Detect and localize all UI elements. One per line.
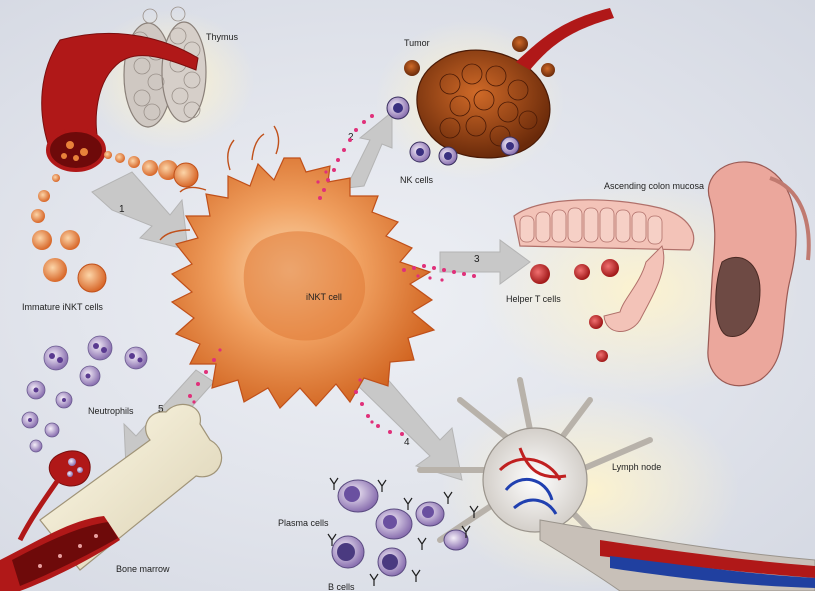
granule-stream-3	[402, 264, 476, 282]
thymus-label: Thymus	[206, 32, 239, 42]
granule-stream-4	[354, 378, 404, 436]
granule-stream-2	[316, 114, 374, 200]
b-cells	[331, 535, 407, 577]
inkt-cell-label: iNKT cell	[306, 292, 342, 302]
lymph-node-illustration	[417, 377, 815, 591]
helper-t-label: Helper T cells	[506, 294, 561, 304]
immature-cell-trail	[31, 151, 199, 223]
arrow-3-number: 3	[474, 254, 480, 265]
antibodies	[327, 477, 479, 586]
arrow-4-number: 4	[404, 437, 410, 448]
colon-mucosa	[513, 161, 811, 387]
arrow-1: 1	[91, 171, 189, 251]
arrow-2-number: 2	[348, 132, 354, 143]
lymph-node-label: Lymph node	[612, 462, 661, 472]
plasma-cells-label: Plasma cells	[278, 518, 329, 528]
nk-cells-label: NK cells	[400, 175, 434, 185]
neutrophils	[21, 335, 148, 453]
plasma-cells	[337, 479, 469, 551]
neutrophils-label: Neutrophils	[88, 406, 134, 416]
bone-marrow-illustration	[0, 403, 223, 591]
arrow-1-number: 1	[119, 204, 125, 215]
arrow-3: 3	[439, 239, 531, 285]
b-cells-label: B cells	[328, 582, 355, 591]
tumor-label: Tumor	[404, 38, 430, 48]
immature-inkt-label: Immature iNKT cells	[22, 302, 103, 312]
arrow-2: 2	[329, 110, 393, 191]
nk-cells	[386, 96, 520, 166]
arrow-4: 4	[351, 367, 463, 481]
helper-t-cells	[530, 259, 619, 362]
tumor-illustration	[404, 8, 614, 159]
arrow-5-number: 5	[158, 404, 164, 415]
inkt-cell	[159, 125, 436, 409]
colon-label: Ascending colon mucosa	[604, 181, 704, 191]
blood-vessel-thymus	[41, 32, 199, 172]
immature-inkt-cells	[32, 230, 107, 293]
bone-marrow-label: Bone marrow	[116, 564, 170, 574]
